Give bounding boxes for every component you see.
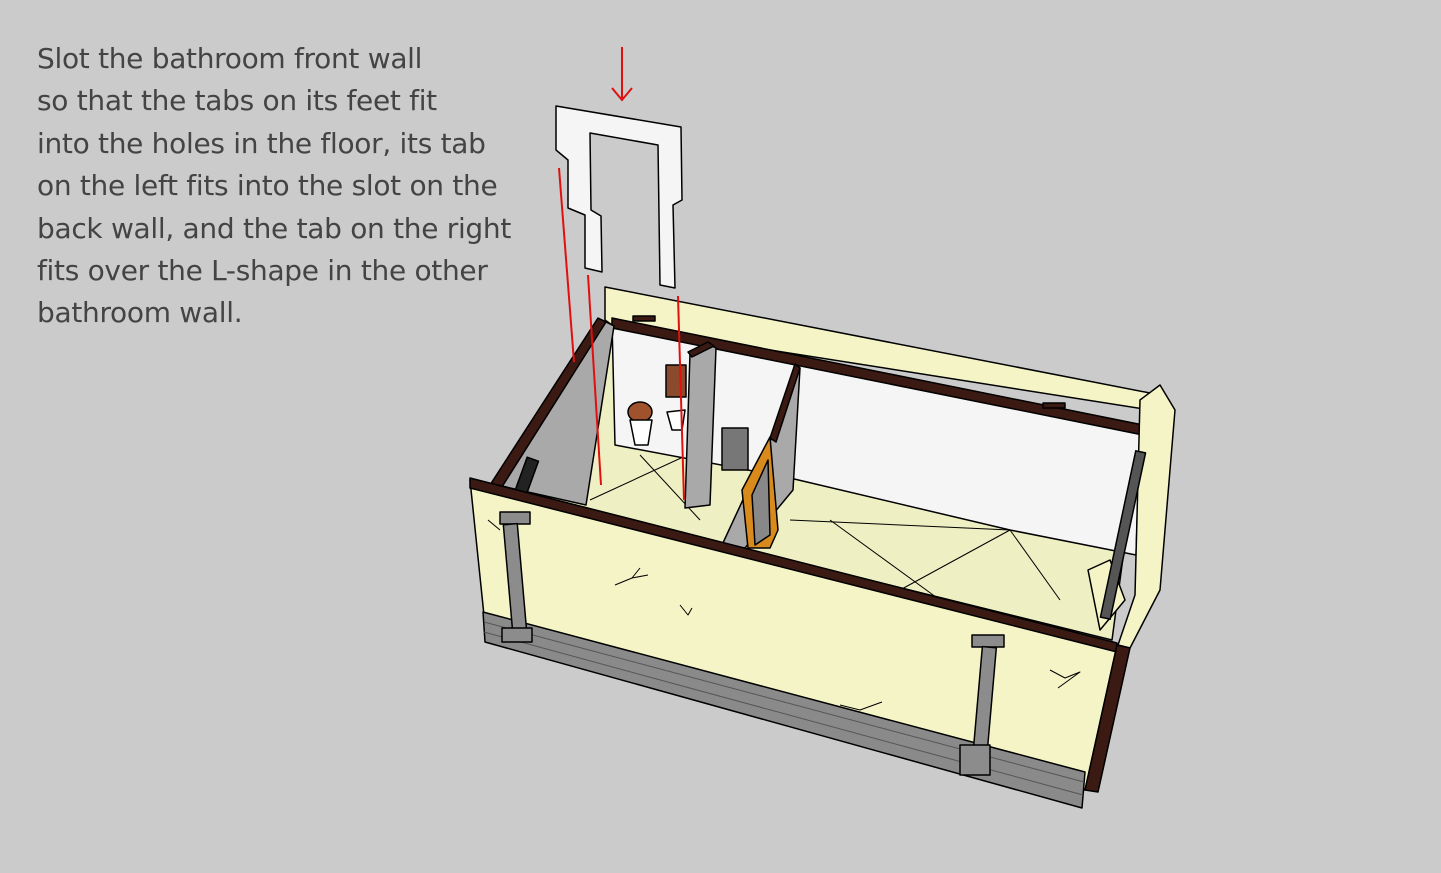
instruction-line: bathroom wall. [37,296,243,330]
right-wall-edge [1084,644,1131,793]
column [499,511,533,643]
toilet-icon [627,401,653,446]
instruction-text: Slot the bathroom front wall so that the… [37,38,511,335]
instruction-line: into the holes in the floor, its tab [37,126,486,160]
right-radiator [1099,450,1147,620]
partition-trim [769,363,801,443]
instruction-line: fits over the L-shape in the other [37,254,488,288]
instruction-line: so that the tabs on its feet fit [37,84,437,118]
back-wall-slot [1042,402,1066,409]
partition-trim [687,341,715,358]
down-arrow-icon [611,47,633,102]
instruction-line: Slot the bathroom front wall [37,42,423,75]
wall-cracks [487,519,1081,711]
column [959,634,1005,776]
back-wall-top [604,286,1151,411]
alignment-guides [558,167,685,501]
bathroom-front-wall-piece[interactable] [555,105,683,289]
mirror-cabinet [665,364,687,398]
appliance [721,427,749,471]
instruction-line: on the left fits into the slot on the [37,169,498,203]
back-wall-slot [632,315,656,322]
bathroom-partition-wall [684,342,717,509]
right-end-wall [1117,384,1176,649]
instruction-line: back wall, and the tab on the right [37,211,512,245]
door-opening [751,459,771,546]
